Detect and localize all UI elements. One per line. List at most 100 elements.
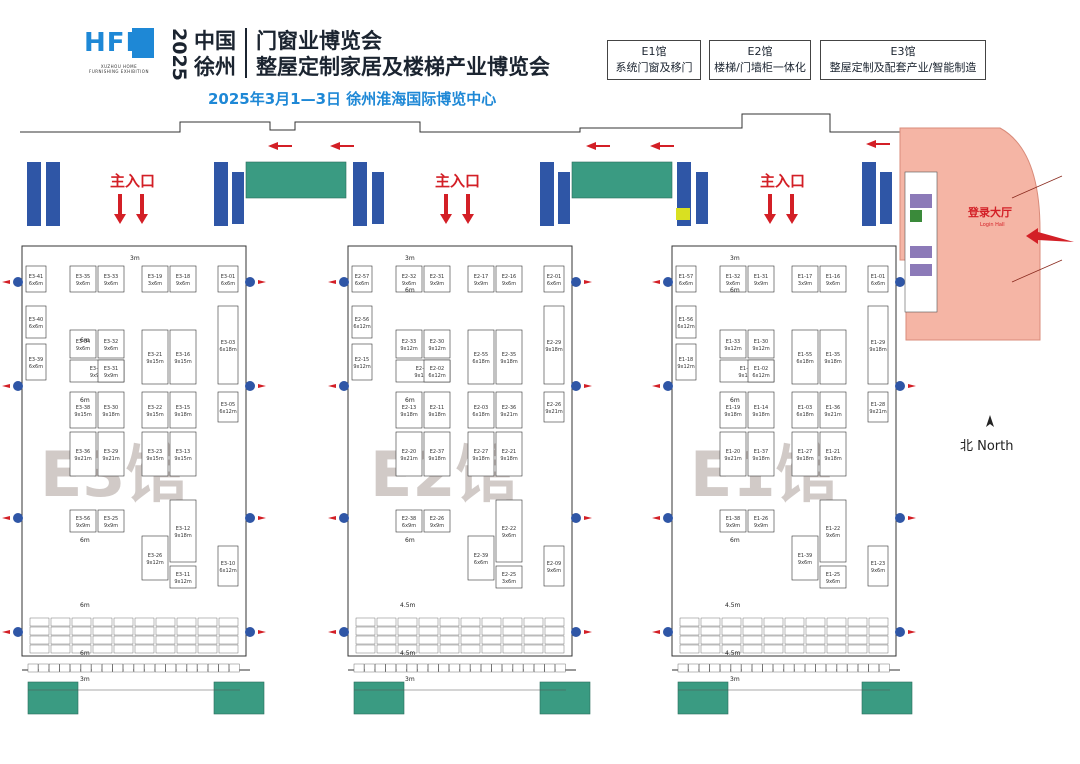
small-booth [679, 617, 700, 627]
small-booth [700, 626, 721, 636]
booth-id: E3-40 [29, 317, 44, 323]
booth-size: 9x12m [400, 346, 418, 352]
aisle-label: 3m [405, 255, 415, 262]
small-booth [677, 663, 689, 673]
aisle-label: 3m [405, 676, 415, 683]
booth-id: E2-39 [474, 553, 489, 559]
exit-arrow-icon [258, 630, 266, 634]
small-booth [71, 635, 92, 645]
booth-outline [141, 329, 169, 385]
small-booth [428, 663, 439, 673]
venue-perimeter [20, 113, 900, 133]
booth-id: E1-15 [740, 366, 755, 372]
booth-id: E2-20 [402, 449, 417, 455]
door-marker-icon [571, 277, 581, 287]
small-booth [101, 663, 113, 673]
exit-arrow-icon [328, 384, 336, 388]
small-booth [544, 635, 565, 645]
aisle-label: 3m [80, 676, 90, 683]
legend-e3-desc: 整屋定制及配套产业/智能制造 [829, 61, 977, 74]
booth-outline [747, 509, 775, 533]
legend-e2-hall: E2馆 [747, 45, 773, 58]
booth-size: 3x9m [798, 281, 812, 287]
booth-id: E2-27 [474, 449, 489, 455]
booth-size: 9x6m [502, 281, 516, 287]
aisle-label: 4.5m [725, 602, 741, 609]
small-booth [763, 635, 784, 645]
booth-size: 9x18m [869, 347, 887, 353]
entrance-e3-label: 主入口 [110, 172, 155, 190]
booth-id: E2-14 [416, 366, 431, 372]
booth-id: E1-21 [826, 449, 841, 455]
small-booth [721, 635, 742, 645]
aisle-label: 3m [730, 255, 740, 262]
booth-outline [819, 329, 847, 385]
booth-outline [719, 329, 747, 359]
small-booth [50, 617, 71, 627]
small-booth [364, 663, 375, 673]
aisle-label: 6m [730, 287, 740, 294]
booth-id: E1-03 [798, 405, 813, 411]
booth-outline [69, 431, 97, 477]
booth-id: E2-36 [502, 405, 517, 411]
small-booth [113, 626, 134, 636]
small-booth [397, 617, 418, 627]
booth-id: E2-16 [502, 274, 517, 280]
small-booth [92, 635, 113, 645]
booth-size: 9x18m [752, 456, 770, 462]
booth-id: E1-28 [871, 402, 886, 408]
small-booth [197, 663, 208, 673]
small-booth [29, 635, 50, 645]
small-booth [460, 644, 481, 654]
booth-size: 9x12m [752, 346, 770, 352]
booth-outline [675, 305, 697, 339]
small-booth [375, 663, 386, 673]
small-booth [438, 663, 449, 673]
exit-arrow-icon [584, 280, 592, 284]
booth-id: E3-41 [29, 274, 44, 280]
booth-outline [719, 431, 747, 477]
booth-id: E3-31 [104, 366, 119, 372]
booth-size: 9x18m [428, 456, 446, 462]
booth-id: E1-35 [826, 352, 841, 358]
legend-e1-desc: 系统门窗及移门 [615, 61, 693, 74]
booth-outline [791, 391, 819, 429]
booth-id: E3-13 [176, 449, 191, 455]
small-booth [826, 644, 847, 654]
small-booth [502, 626, 523, 636]
aisle-label: 3m [730, 676, 740, 683]
door-marker-icon [339, 381, 349, 391]
small-booth [439, 626, 460, 636]
small-booth [481, 663, 492, 673]
booth-size: 6x18m [472, 359, 490, 365]
booth-outline [141, 431, 169, 477]
aisle-label: 6m [80, 337, 90, 344]
booth-size: 6x18m [219, 347, 237, 353]
door-marker-icon [663, 381, 673, 391]
logo-mark: HFIE [84, 28, 154, 60]
booth-id: E3-34 [76, 339, 91, 345]
aisle-label: 6m [405, 537, 415, 544]
small-booth [502, 635, 523, 645]
booth-id: E2-17 [474, 274, 489, 280]
booth-id: E2-56 [355, 317, 370, 323]
logo-subtitle: XUZHOU HOME FURNISHING EXHIBITION [89, 64, 149, 74]
booth-size: 9x9m [754, 523, 768, 529]
booth-size: 9x21m [869, 409, 887, 415]
small-booth [113, 644, 134, 654]
small-booth [355, 635, 376, 645]
booth-size: 9x18m [824, 456, 842, 462]
booth-size: 9x18m [428, 412, 446, 418]
small-booth [805, 635, 826, 645]
